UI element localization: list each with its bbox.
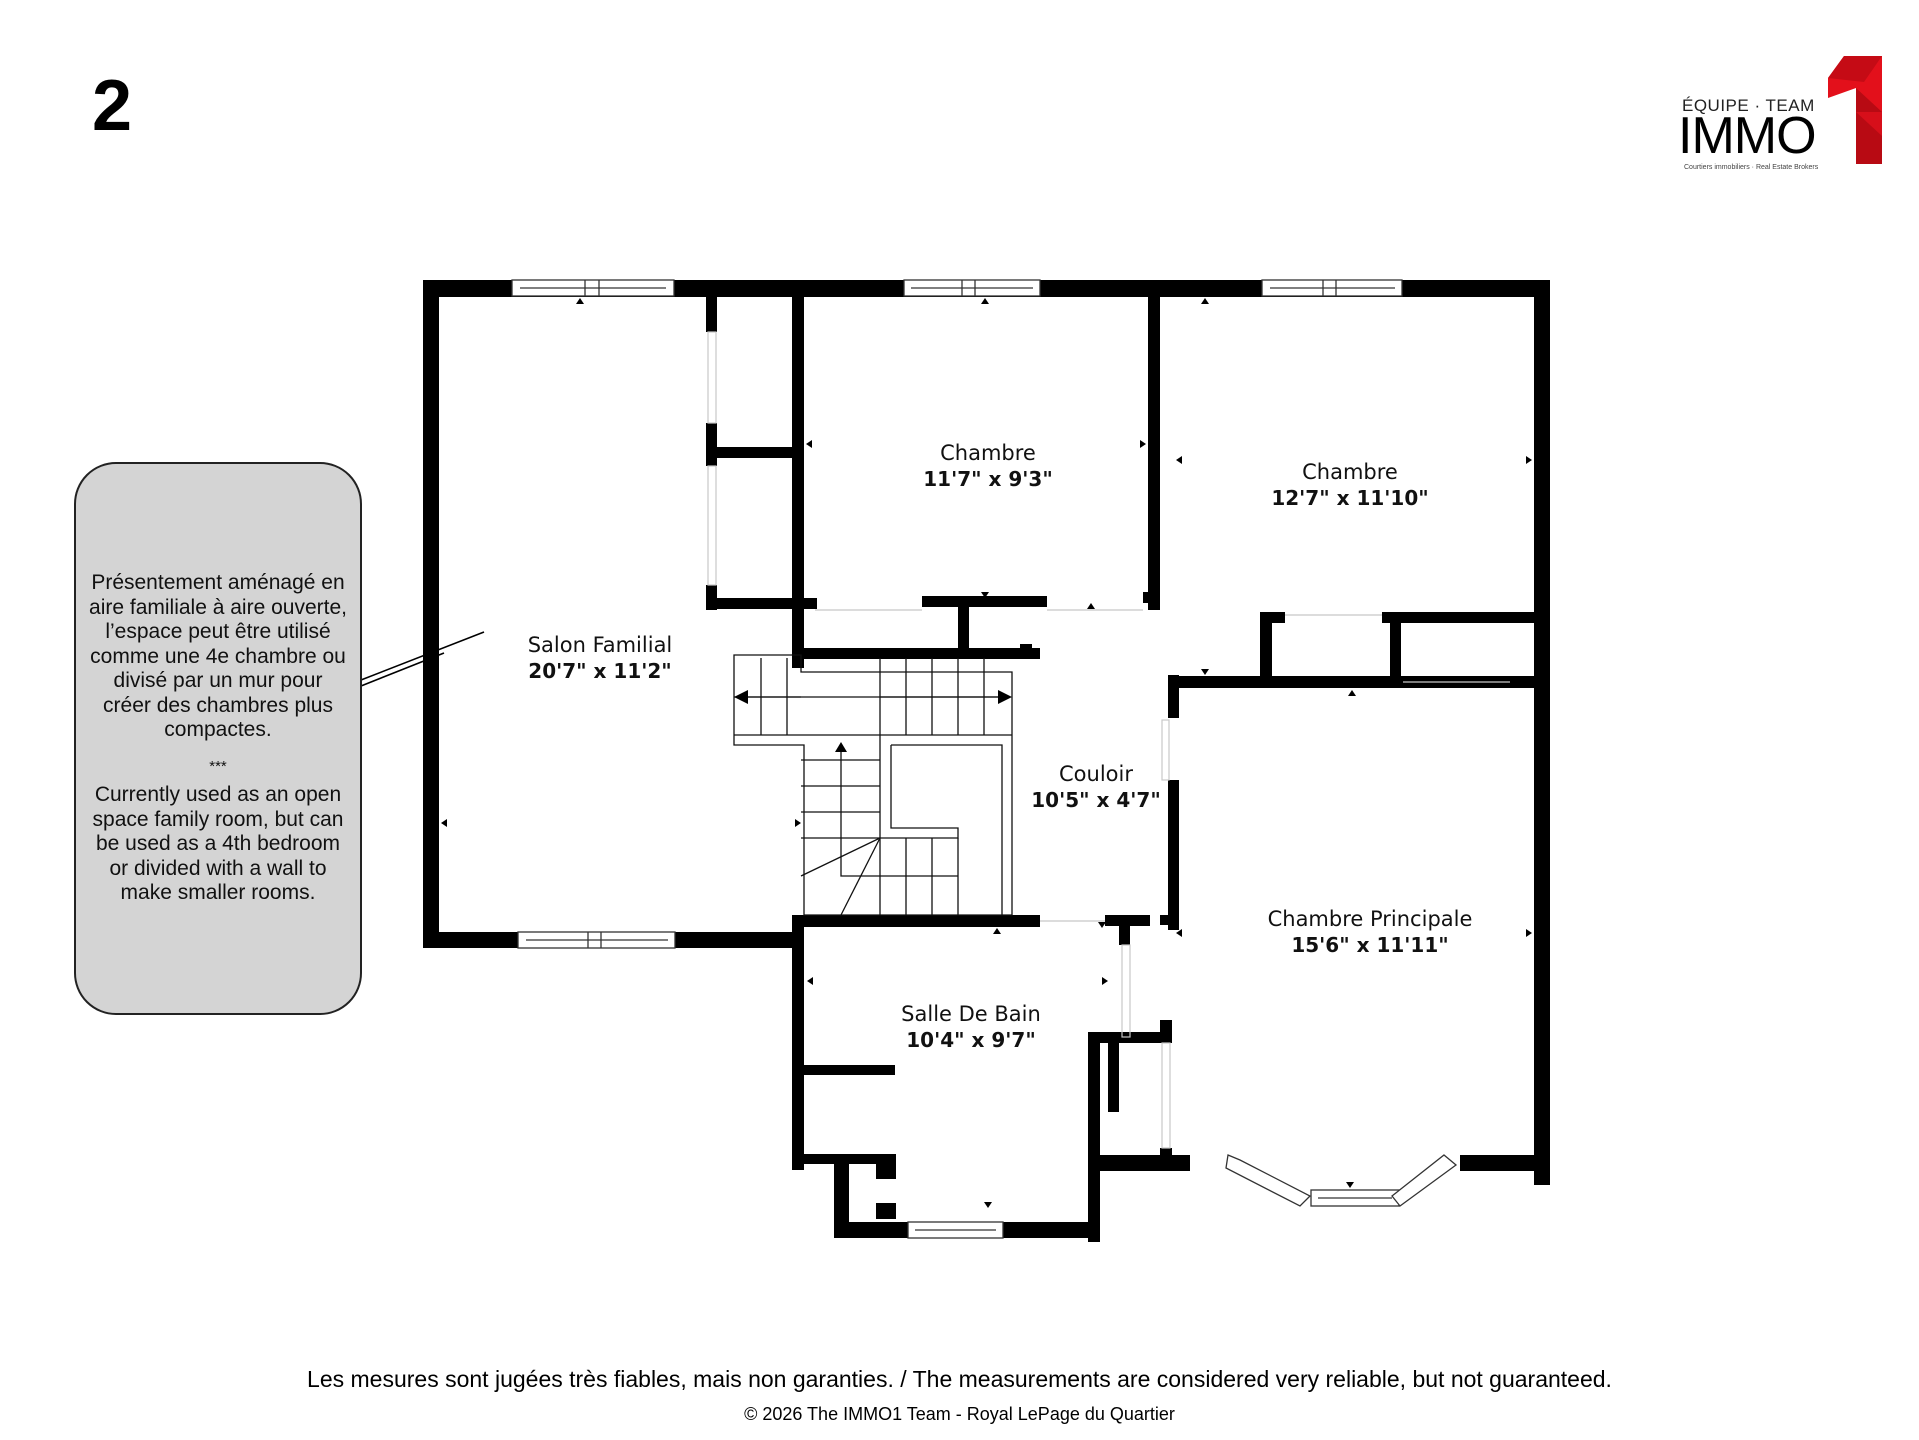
note-callout: Présentement aménagé en aire familiale à… <box>74 462 362 1015</box>
room-name: Salle De Bain <box>901 1002 1041 1026</box>
door-openings <box>707 331 1510 1149</box>
room-name: Chambre <box>1302 460 1398 484</box>
walls <box>423 280 1550 1242</box>
immo1-logo: ÉQUIPE · TEAM IMMO Courtiers immobiliers… <box>1670 52 1900 172</box>
room-dimensions: 10'4" x 9'7" <box>906 1028 1036 1052</box>
footer-disclaimer: Les mesures sont jugées très fiables, ma… <box>307 1366 1612 1392</box>
windows <box>511 279 1458 1239</box>
note-english-text: Currently used as an open space family r… <box>92 783 344 905</box>
stair-arrows <box>734 690 1012 752</box>
room-dimensions: 11'7" x 9'3" <box>923 467 1053 491</box>
room-dimensions: 10'5" x 4'7" <box>1031 788 1161 812</box>
room-name: Salon Familial <box>527 633 673 657</box>
room-label-salon-familial: Salon Familial 20'7" x 11'2" <box>528 633 673 684</box>
room-label-chambre-principale: Chambre Principale 15'6" x 11'11" <box>1268 907 1473 958</box>
room-name: Couloir <box>1059 762 1133 786</box>
room-name: Chambre <box>940 441 1036 465</box>
logo-tagline: Courtiers immobiliers · Real Estate Brok… <box>1684 164 1819 171</box>
note-callout-line <box>360 631 485 687</box>
measure-markers <box>441 298 1532 1208</box>
staircase <box>733 654 1013 916</box>
room-label-chambre-1: Chambre 11'7" x 9'3" <box>923 441 1053 492</box>
logo-numeral-one-icon <box>1828 56 1882 164</box>
room-label-chambre-2: Chambre 12'7" x 11'10" <box>1271 460 1428 511</box>
room-dimensions: 15'6" x 11'11" <box>1291 933 1449 957</box>
note-separator: *** <box>209 757 227 775</box>
room-dimensions: 20'7" x 11'2" <box>528 659 672 683</box>
room-label-couloir: Couloir 10'5" x 4'7" <box>1031 762 1161 813</box>
footer-copyright: © 2026 The IMMO1 Team - Royal LePage du … <box>744 1404 1175 1424</box>
room-label-salle-de-bain: Salle De Bain 10'4" x 9'7" <box>901 1002 1041 1053</box>
room-name: Chambre Principale <box>1267 907 1473 931</box>
note-french-text: Présentement aménagé en aire familiale à… <box>89 571 347 742</box>
floor-number: 2 <box>92 66 133 146</box>
room-dimensions: 12'7" x 11'10" <box>1271 486 1429 510</box>
logo-team-line: ÉQUIPE · TEAM <box>1682 96 1815 115</box>
logo-brand: IMMO <box>1678 107 1817 165</box>
